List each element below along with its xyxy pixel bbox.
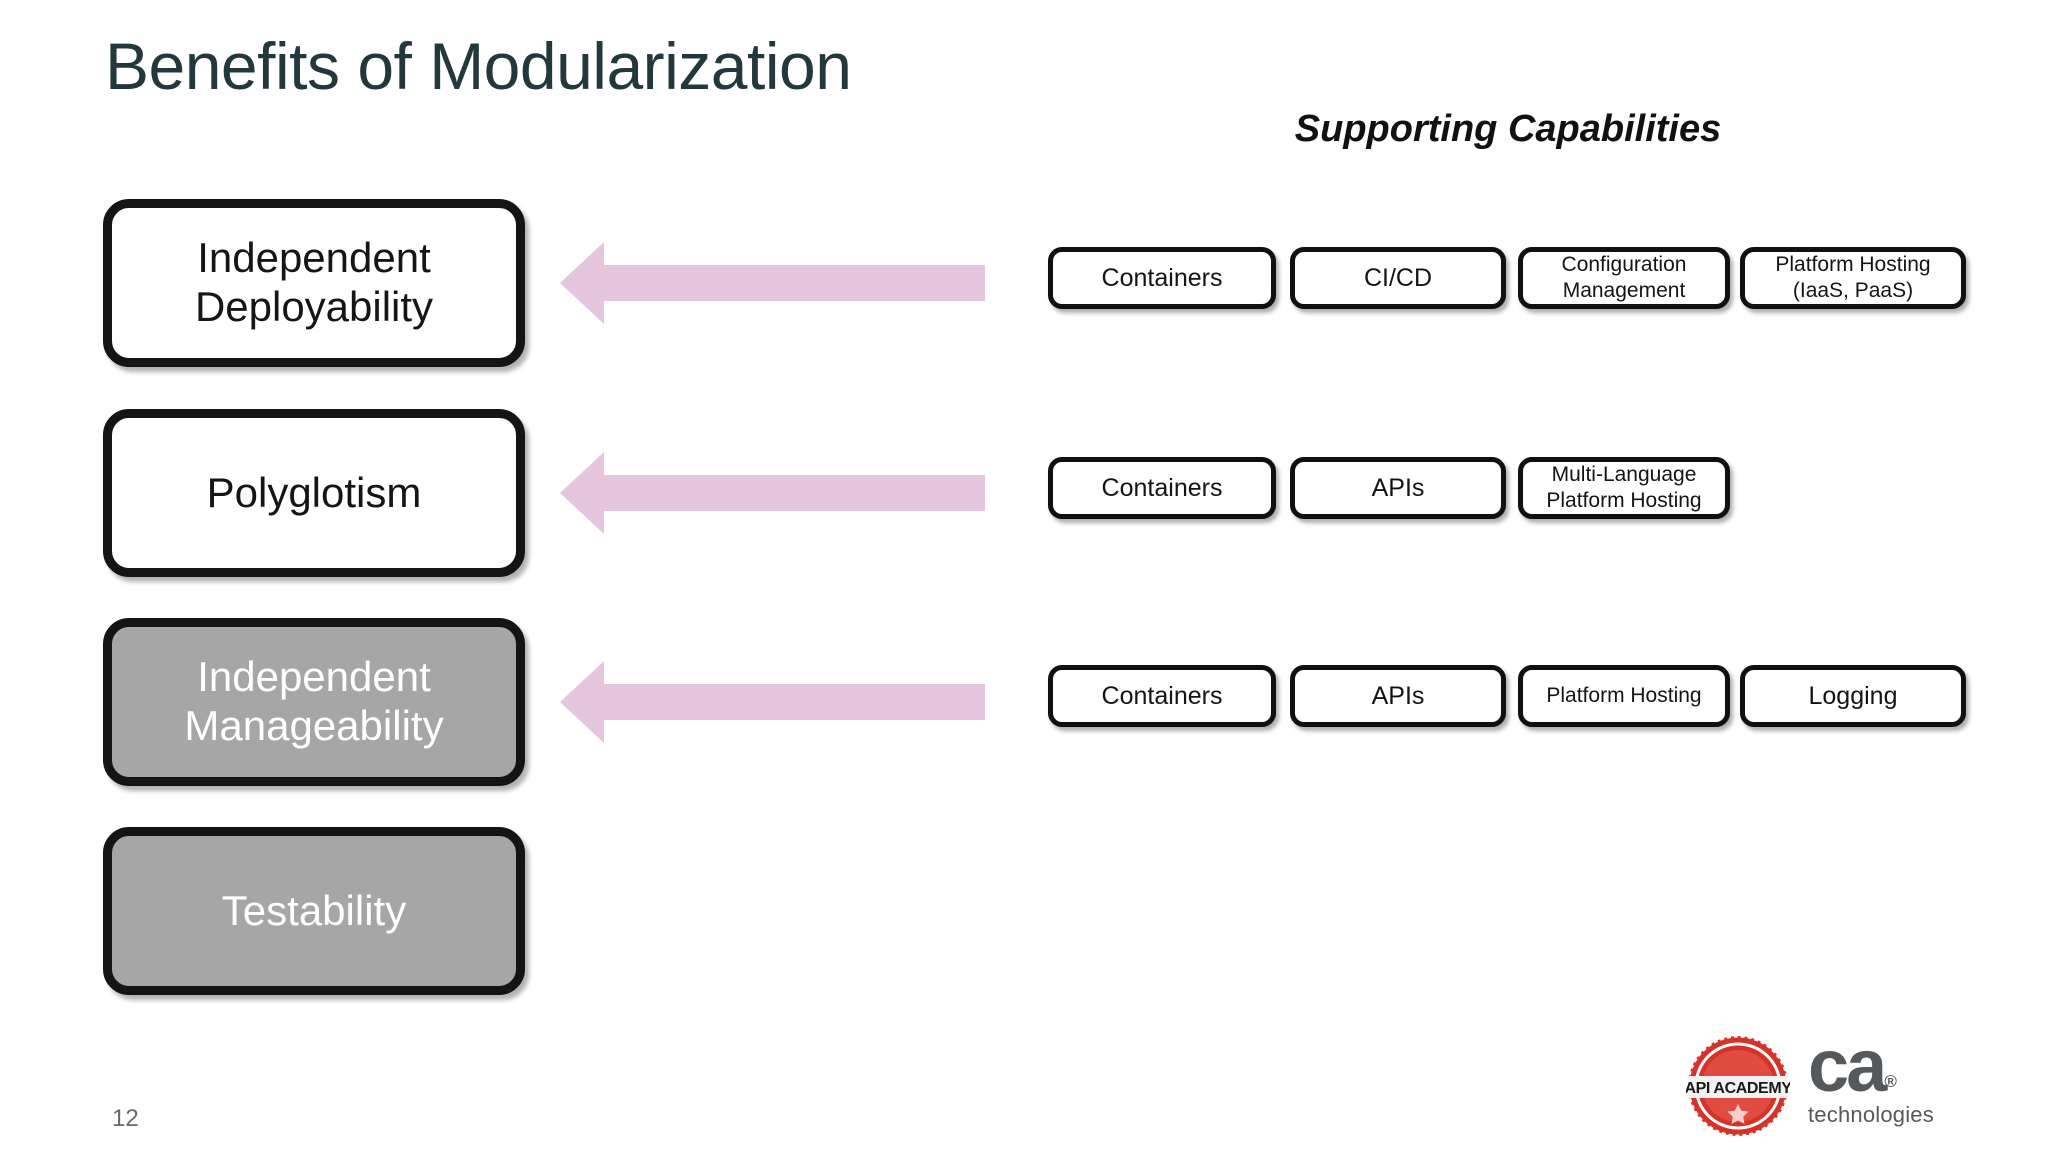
left-arrow-to-polyglotism (560, 448, 985, 538)
capability-box-apis[interactable]: APIs (1290, 665, 1506, 727)
capability-box-line: Platform Hosting (1546, 684, 1702, 708)
capability-box-line: CI/CD (1363, 263, 1433, 292)
api-academy-logo-text: API ACADEMY (1686, 1080, 1790, 1097)
ca-technologies-logo: ca® technologies (1808, 1029, 1983, 1140)
capability-box-line: Platform Hosting (1546, 489, 1702, 512)
capability-box-apis[interactable]: APIs (1290, 457, 1506, 519)
capability-box-containers[interactable]: Containers (1048, 247, 1276, 309)
capability-box-label: Containers (1102, 681, 1223, 712)
capability-box-containers[interactable]: Containers (1048, 665, 1276, 727)
capability-box-ci-cd[interactable]: CI/CD (1290, 247, 1506, 309)
page-number: 12 (112, 1105, 139, 1132)
benefit-box-polyglotism[interactable]: Polyglotism (103, 409, 525, 577)
capability-box-label: Platform Hosting (1546, 683, 1701, 709)
capability-box-line: Configuration (1561, 253, 1687, 277)
api-academy-logo: API ACADEMY (1684, 1034, 1793, 1138)
capability-box-platform-hosting-iaas-paas[interactable]: Platform Hosting(IaaS, PaaS) (1740, 247, 1966, 309)
capability-box-line: Containers (1101, 681, 1223, 710)
capability-box-line: (IaaS, PaaS) (1792, 279, 1914, 302)
benefit-box-independent-manageability[interactable]: Independent Manageability (103, 618, 525, 786)
capability-box-line: Containers (1101, 263, 1223, 292)
capability-box-line: APIs (1371, 681, 1425, 710)
ca-wordmark-text: ca (1808, 1024, 1887, 1107)
capability-box-label: CI/CD (1364, 263, 1432, 294)
capability-box-platform-hosting[interactable]: Platform Hosting (1518, 665, 1730, 727)
capability-box-logging[interactable]: Logging (1740, 665, 1966, 727)
benefit-box-label: Independent Deployability (194, 234, 434, 330)
supporting-capabilities-heading: Supporting Capabilities (1294, 108, 1722, 150)
capability-box-containers[interactable]: Containers (1048, 457, 1276, 519)
capability-box-line: Platform Hosting (1775, 253, 1931, 277)
benefit-box-label: Testability (221, 886, 407, 934)
capability-box-label: Containers (1102, 263, 1223, 294)
footer-logos: API ACADEMY ca® technologies (1684, 1029, 1986, 1142)
capability-box-line: APIs (1371, 473, 1425, 502)
capability-box-line: Logging (1808, 681, 1898, 710)
capability-box-label: Platform Hosting(IaaS, PaaS) (1775, 252, 1930, 303)
capability-box-label: APIs (1372, 473, 1425, 504)
benefit-box-independent-deployability[interactable]: Independent Deployability (103, 199, 525, 367)
capability-box-line: Containers (1101, 473, 1223, 502)
registered-trademark-icon: ® (1884, 1072, 1897, 1091)
left-arrow-to-independent-deployability (560, 238, 985, 328)
page-title: Benefits of Modularization (105, 29, 852, 103)
ca-wordmark: ca® (1808, 1029, 1983, 1103)
capability-box-line: Multi-Language (1551, 463, 1697, 487)
left-arrow-to-independent-manageability (560, 657, 985, 747)
benefit-box-testability[interactable]: Testability (103, 827, 525, 995)
benefit-box-label: Polyglotism (206, 468, 422, 516)
capability-box-label: Containers (1102, 473, 1223, 504)
capability-box-label: APIs (1372, 681, 1425, 712)
ca-tagline: technologies (1808, 1102, 1934, 1128)
capability-box-label: Logging (1809, 681, 1898, 712)
capability-box-line: Management (1562, 279, 1686, 302)
benefit-box-label: Independent Manageability (184, 653, 444, 749)
